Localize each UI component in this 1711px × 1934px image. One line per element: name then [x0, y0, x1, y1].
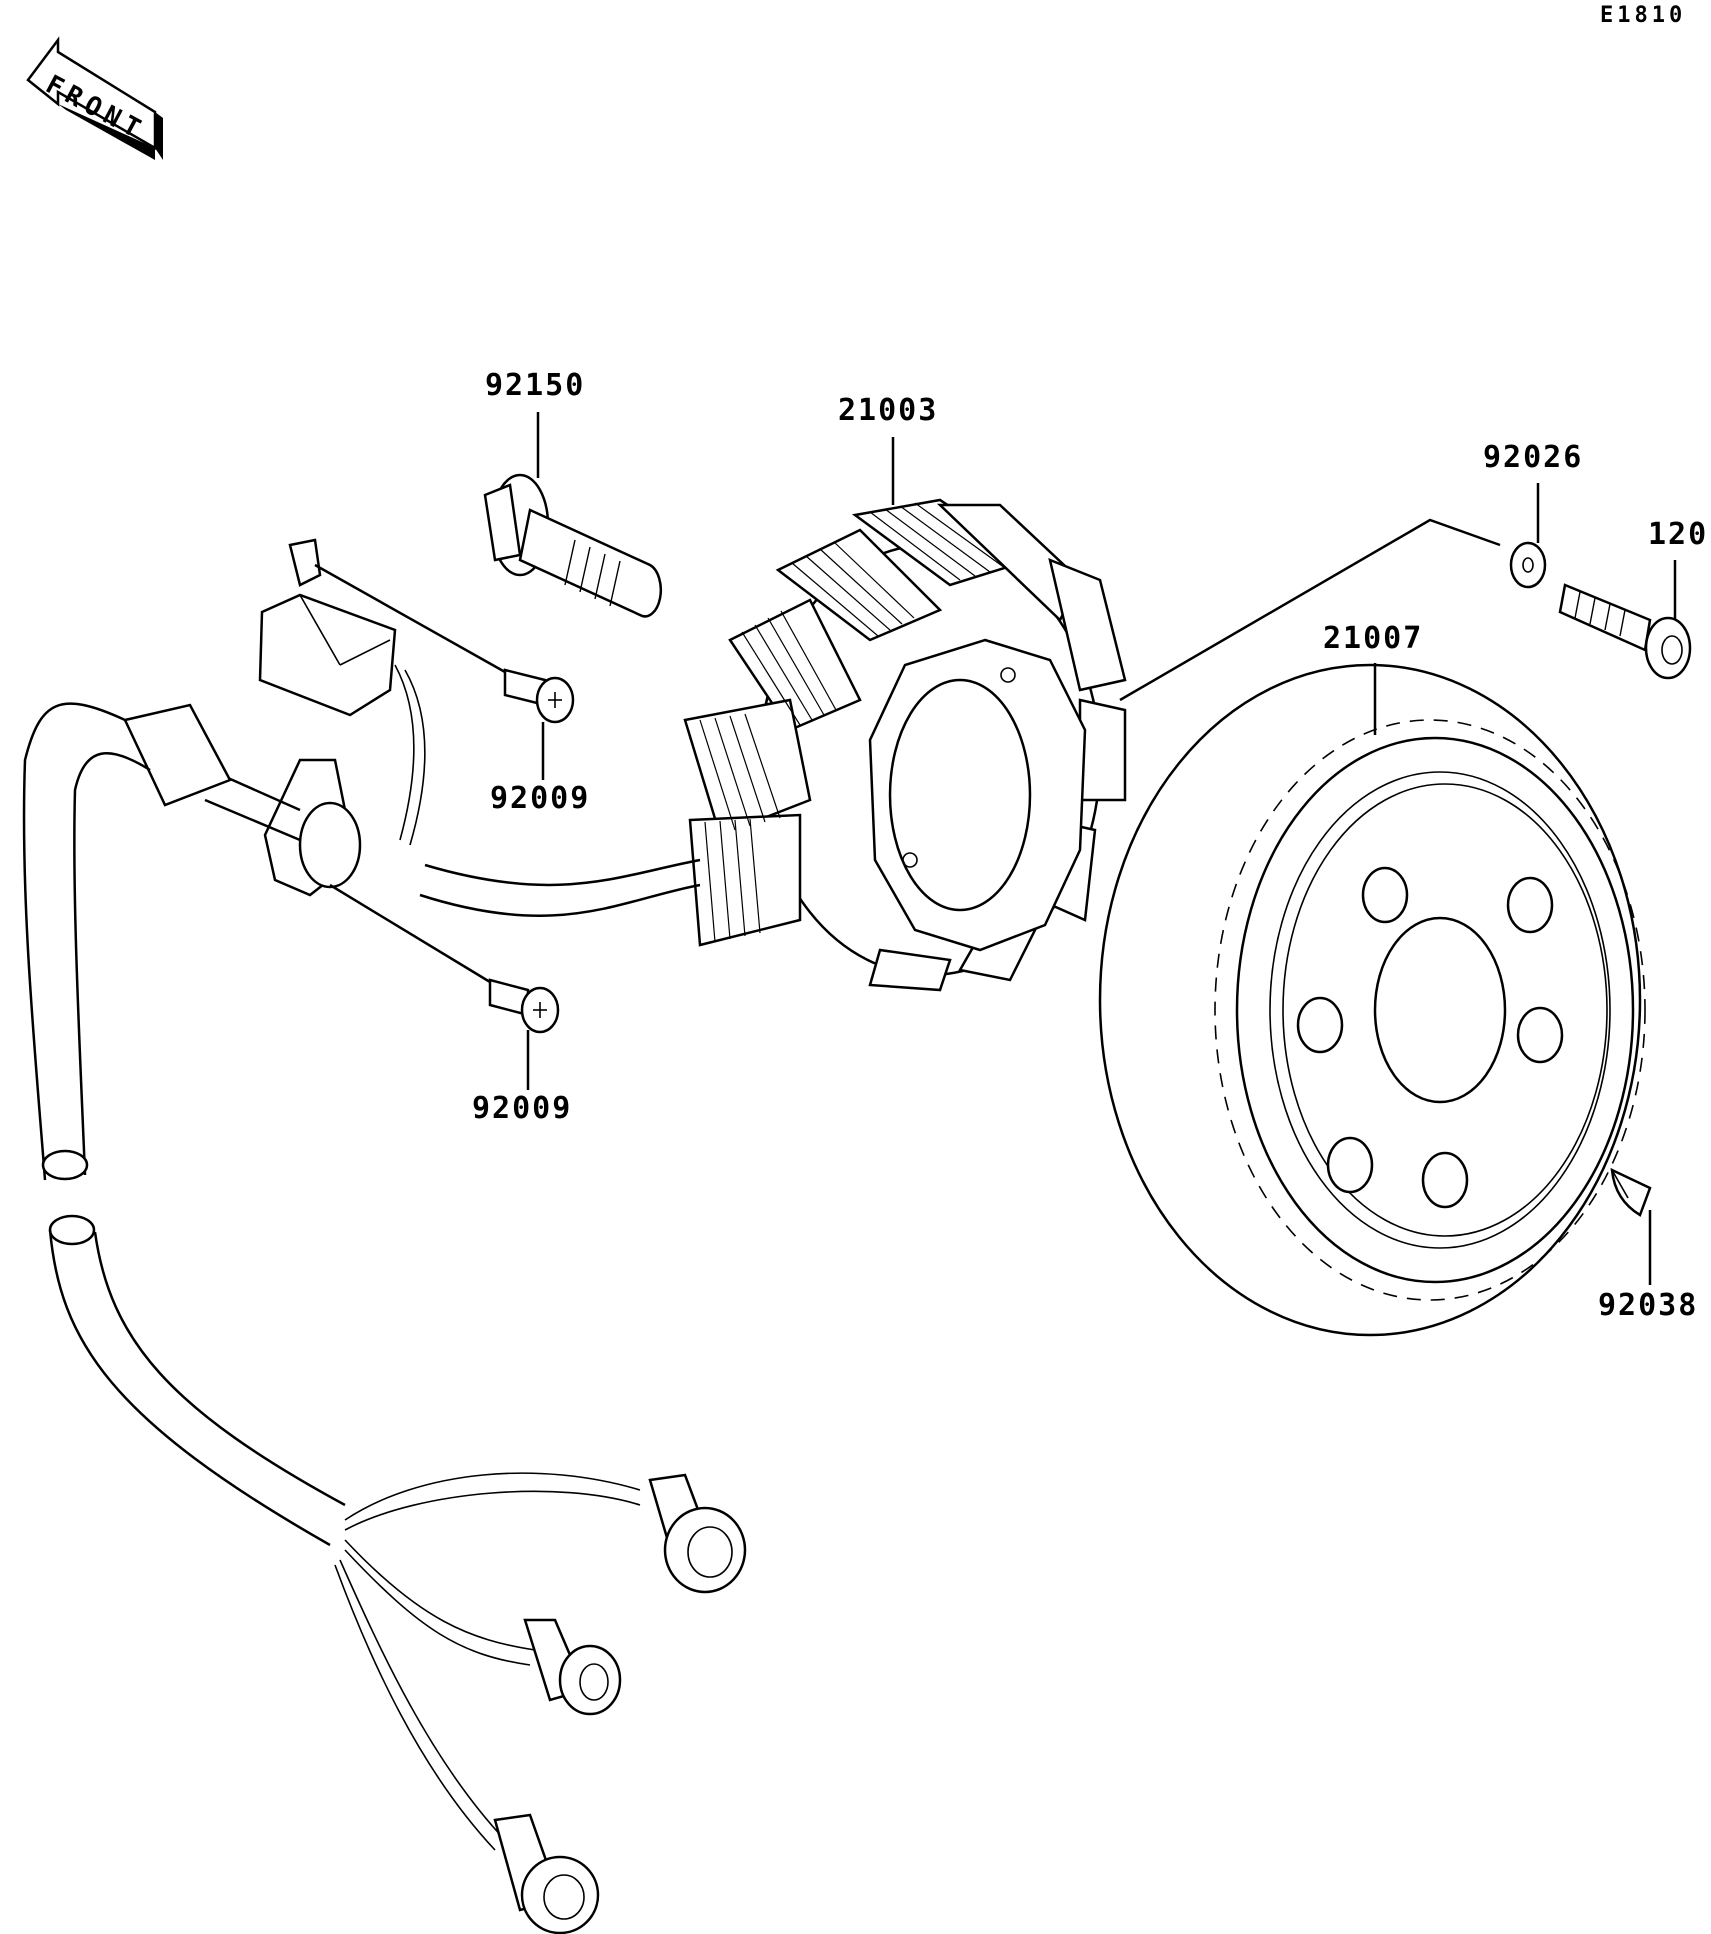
connector-2: [523, 1618, 622, 1716]
label-92038: 92038: [1598, 1288, 1698, 1323]
bolt-92150: [483, 473, 663, 618]
pickup-sensor: [258, 538, 397, 717]
label-92150: 92150: [485, 368, 585, 403]
stator-21003: [683, 498, 1127, 992]
label-92009-top: 92009: [490, 781, 590, 816]
label-21003: 21003: [838, 393, 938, 428]
wiring-harness: [22, 664, 747, 1934]
connector-3: [493, 1813, 600, 1934]
stator-windings: [683, 498, 1127, 992]
bolt-120: [1558, 583, 1692, 680]
leader-lines: [314, 412, 1677, 1285]
front-arrow-icon: FRONT: [26, 36, 163, 160]
connector-1: [648, 1473, 747, 1594]
stator-bore: [888, 678, 1032, 912]
label-120: 120: [1648, 517, 1708, 552]
screw-92009-bottom: [488, 978, 560, 1034]
screw-92009-top: [503, 668, 575, 724]
rotor-bolt-bosses: [1296, 866, 1564, 1209]
rotor-hub-bore: [1373, 916, 1507, 1104]
diagram-code: E1810: [1600, 3, 1686, 28]
key-92038: [1610, 1167, 1652, 1217]
label-92026: 92026: [1483, 440, 1583, 475]
washer-92026: [1509, 541, 1547, 589]
label-21007: 21007: [1323, 621, 1423, 656]
rotor-21007: [1098, 663, 1646, 1337]
label-92009-bottom: 92009: [472, 1091, 572, 1126]
